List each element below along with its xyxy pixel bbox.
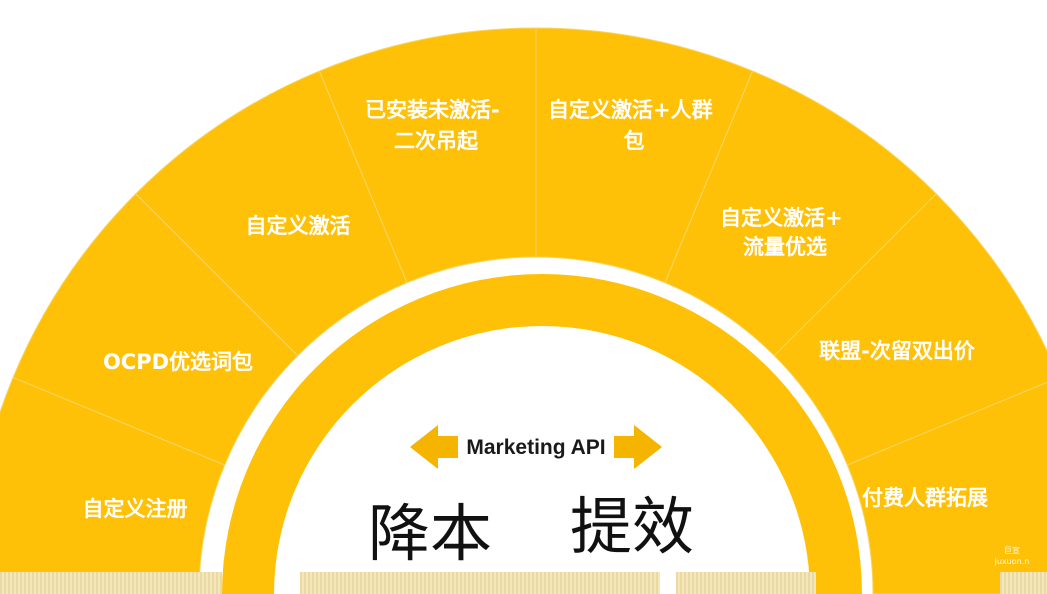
segment-label-ocpd: OCPD优选词包 [103, 350, 253, 374]
segment-label-custom-activation: 自定义激活 [246, 214, 351, 238]
bottom-strip-left [0, 572, 222, 594]
left-arrow-icon [410, 425, 458, 469]
segment-label-activation-audience: 自定义激活+人群 包 [548, 98, 720, 153]
inner-band [222, 274, 862, 594]
bottom-strip-right [1000, 572, 1047, 594]
marketing-api-label: Marketing API [466, 436, 605, 459]
segment-label-activation-traffic: 自定义激活+ 流量优选 [720, 206, 850, 259]
right-arrow-icon [614, 425, 662, 469]
reduce-cost-label: 降本 [368, 497, 492, 570]
watermark-line-1: 巨宣 [1004, 545, 1020, 555]
watermark-line-2: juxuon.n [994, 557, 1030, 566]
improve-efficiency-label: 提效 [570, 490, 694, 563]
ring-segment-alliance-retention-bid [773, 193, 1047, 466]
ring-segment-paid-audience-expansion [846, 381, 1047, 594]
bottom-strip-center-right [676, 572, 816, 594]
segment-label-custom-register: 自定义注册 [83, 497, 188, 521]
segment-label-paid-expansion: 付费人群拓展 [862, 486, 988, 510]
segment-label-installed-not-activated: 已安装未激活- 二次吊起 [365, 98, 507, 153]
bottom-strip-center-left [300, 572, 660, 594]
segment-label-alliance-bid: 联盟-次留双出价 [819, 339, 976, 363]
outer-ring [0, 27, 1047, 594]
